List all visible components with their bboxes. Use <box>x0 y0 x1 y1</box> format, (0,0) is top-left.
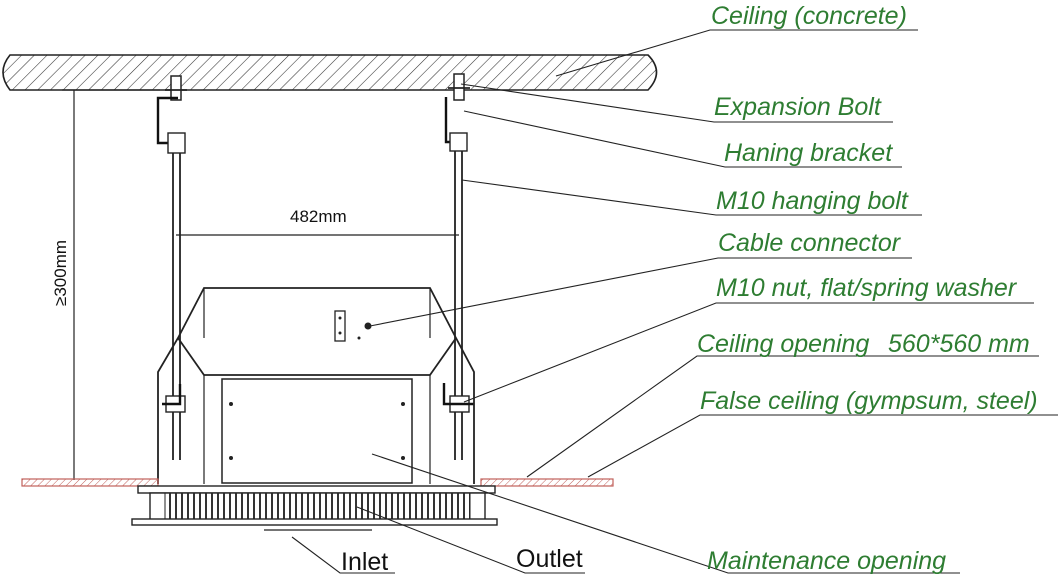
label-nut-washer: M10 nut, flat/spring washer <box>716 274 1018 302</box>
label-inlet: Inlet <box>341 548 388 576</box>
false-ceiling <box>21 478 614 487</box>
right-hanging-assembly <box>442 73 474 460</box>
label-false-ceiling: False ceiling (gympsum, steel) <box>700 387 1038 415</box>
concrete-ceiling-slab <box>2 54 658 91</box>
label-cable-connector: Cable connector <box>718 229 902 257</box>
height-dimension <box>62 89 160 480</box>
label-ceiling: Ceiling (concrete) <box>711 2 907 30</box>
label-expansion-bolt: Expansion Bolt <box>714 93 882 121</box>
label-m10-hanging-bolt: M10 hanging bolt <box>716 187 909 215</box>
label-maintenance-opening: Maintenance opening <box>707 547 946 575</box>
cable-connector-box <box>334 310 372 342</box>
dimension-height-label: ≥300mm <box>51 240 70 306</box>
label-hanging-bracket: Haning bracket <box>724 139 893 167</box>
maintenance-panel <box>221 378 413 484</box>
dimension-width-label: 482mm <box>290 207 347 226</box>
label-ceiling-opening-size: 560*560 mm <box>888 330 1030 358</box>
leader-lines <box>291 29 1058 574</box>
cassette-unit-body <box>157 287 475 484</box>
label-ceiling-opening: Ceiling opening <box>697 330 869 358</box>
left-hanging-assembly <box>156 75 187 460</box>
label-outlet: Outlet <box>516 545 583 573</box>
decorative-panel <box>131 485 498 531</box>
